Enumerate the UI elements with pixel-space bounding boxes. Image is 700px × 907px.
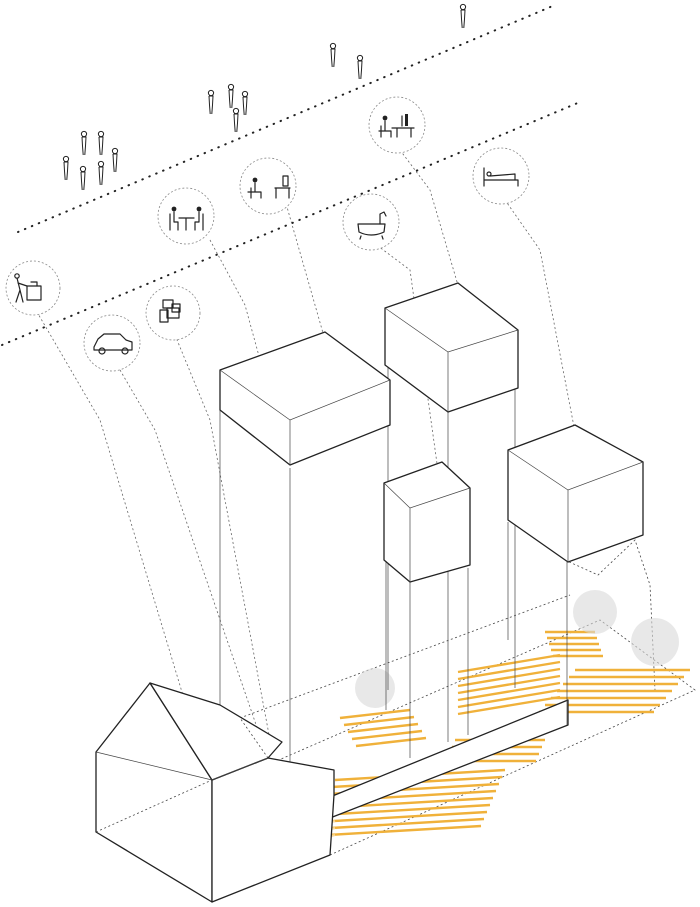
leader-shop (29, 299, 211, 786)
courtyard-stripe (319, 803, 491, 817)
shop-counter-icon (5, 260, 61, 316)
pedestrian-figure (111, 147, 119, 173)
site-outline-back (239, 594, 571, 719)
leader-dining (209, 239, 266, 379)
program-icons (5, 96, 530, 372)
pedestrian-figure (80, 130, 88, 156)
leader-car (119, 369, 276, 781)
courtyard-stripe (351, 729, 423, 741)
courtyard-stripe (313, 817, 485, 831)
pedestrian-path-upper (17, 4, 556, 233)
tree-right (631, 618, 679, 666)
storage-boxes-icon (145, 285, 201, 341)
pedestrian-figure (232, 107, 240, 133)
pedestrian-figure (207, 89, 215, 115)
pedestrian-figure (459, 3, 467, 29)
pedestrian-figure (356, 54, 364, 80)
courtyard-stripe (457, 688, 561, 709)
computer-workstation-icon (368, 96, 426, 154)
courtyard-stripe (457, 660, 561, 681)
pedestrian-figure (79, 165, 87, 191)
courtyard-stripe (457, 681, 561, 702)
dining-table-icon (157, 187, 215, 245)
bed-icon (472, 147, 530, 205)
courtyard-stripe (316, 810, 488, 824)
pedestrian-figure (97, 130, 105, 156)
courtyard-stripe (339, 708, 411, 720)
car-icon (83, 314, 141, 372)
courtyard-stripe (310, 824, 482, 838)
leader-storage (174, 334, 271, 741)
courtyard-stripe (355, 736, 427, 748)
pedestrian-path-lower (1, 101, 581, 346)
trees (355, 590, 679, 708)
courtyard-stripe (457, 653, 561, 674)
bathtub-icon (342, 193, 400, 251)
pedestrian-paths (1, 4, 581, 346)
pedestrian-figure (329, 42, 337, 68)
volume-small-center (383, 461, 471, 583)
pedestrian-figure (227, 83, 235, 109)
volume-top-right (384, 282, 519, 413)
volume-left-tall (219, 331, 391, 466)
courtyard-stripe (457, 667, 561, 688)
pedestrian-figure (62, 155, 70, 181)
leader-office (284, 199, 326, 341)
courtyard-stripe (347, 722, 419, 734)
pedestrian-figure (97, 160, 105, 186)
office-desk-icon (239, 157, 297, 215)
pedestrians (62, 3, 467, 191)
pedestrian-figure (241, 90, 249, 116)
house (95, 682, 335, 903)
courtyard-stripe (457, 674, 561, 695)
courtyard-stripe (343, 715, 415, 727)
leader-bath (369, 239, 441, 486)
site-outline-right (564, 539, 656, 691)
leader-lines (29, 149, 581, 786)
tree-middle (573, 590, 617, 634)
volume-right (507, 424, 644, 563)
leader-workstation (399, 149, 461, 293)
house-roof (149, 682, 283, 781)
house-side (211, 757, 335, 903)
courtyard-stripe (457, 695, 561, 716)
tree-left (355, 668, 395, 708)
